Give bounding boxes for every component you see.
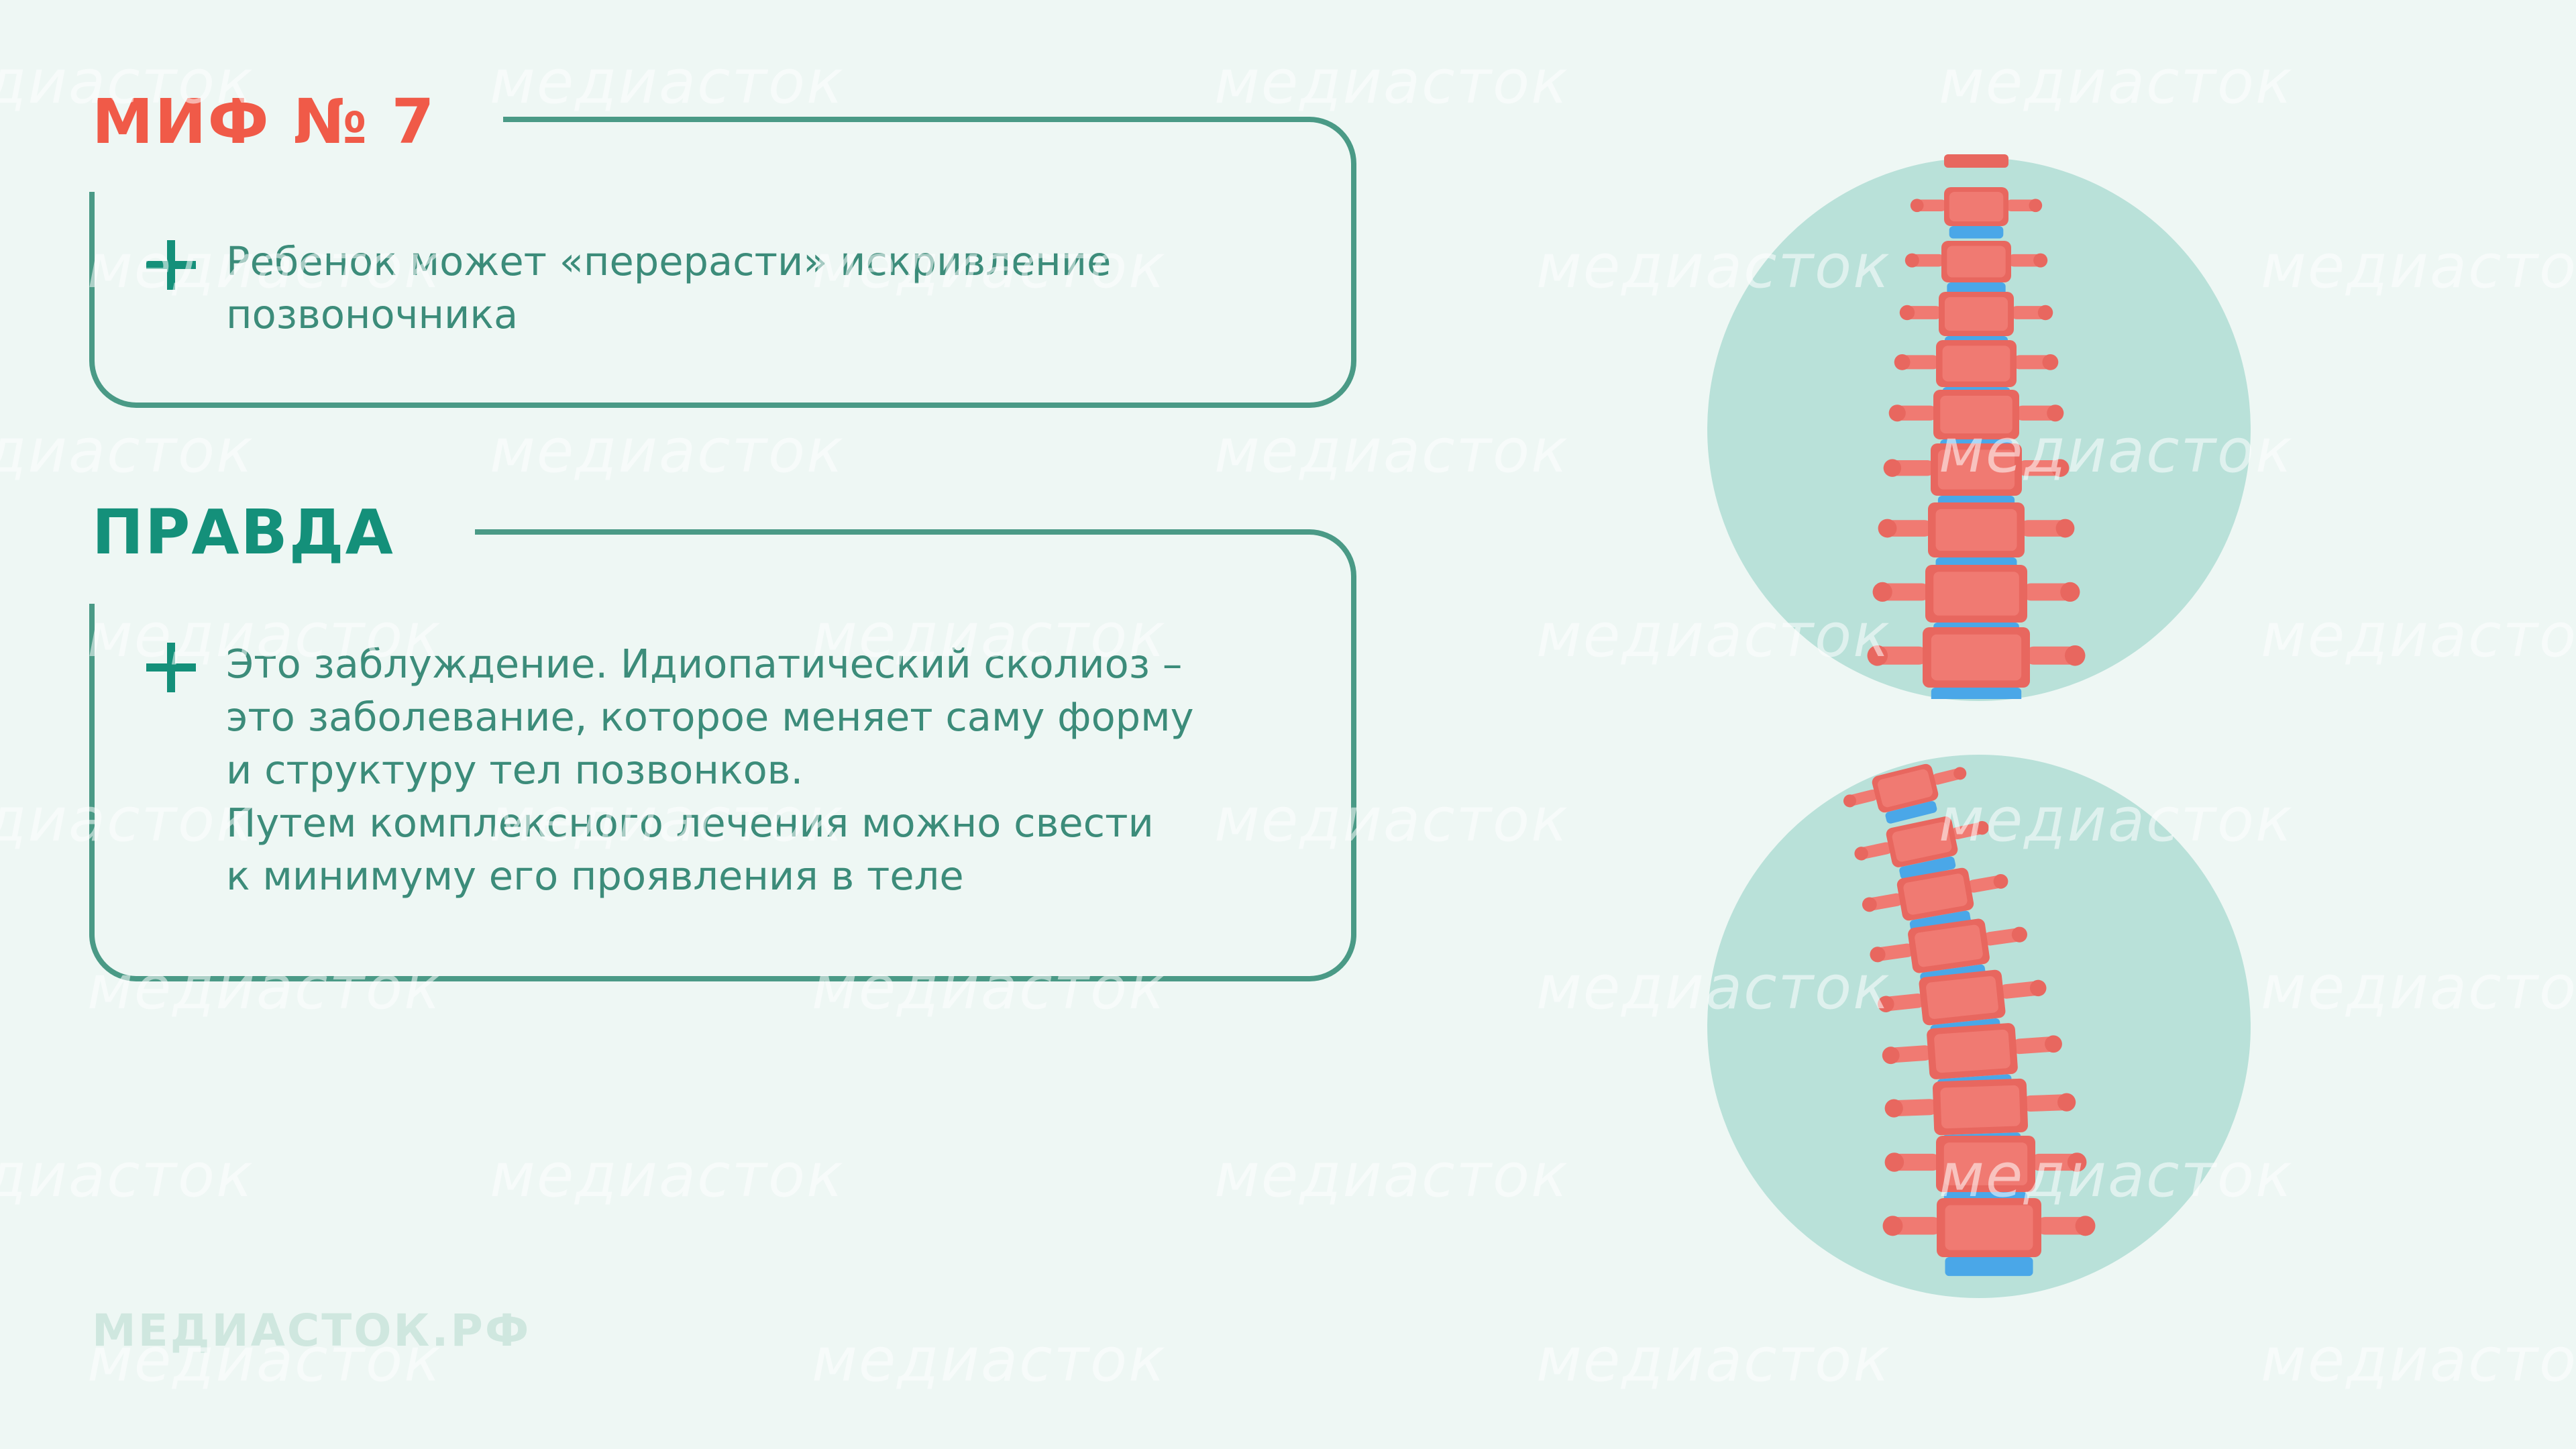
watermark-text: медиасток — [2261, 1325, 2576, 1395]
scoliosis-spine-illustration — [1707, 755, 2251, 1298]
watermark-text: медиасток — [0, 1140, 254, 1211]
myth-frame-top — [503, 117, 1356, 197]
curved-spine-vertebra-3 — [1862, 867, 2008, 934]
watermark-text: медиасток — [1214, 416, 1569, 486]
myth-frame — [89, 192, 1356, 408]
myth-text: Ребенок может «перерасти» искривление по… — [226, 238, 1112, 337]
watermark-text: медиасток — [2261, 231, 2576, 302]
myth-plus-icon — [146, 240, 196, 290]
straight-spine-vertebra-8 — [1872, 565, 2080, 641]
watermark-text: медиасток — [2261, 953, 2576, 1023]
watermark-text: медиасток — [1939, 47, 2294, 117]
myth-heading: МИФ № 7 — [92, 86, 436, 158]
watermark-text: медиасток — [2261, 600, 2576, 671]
truth-frame-top — [475, 529, 1356, 610]
curved-spine-vertebra-8 — [1884, 1136, 2087, 1210]
watermark-text: медиасток — [812, 1325, 1167, 1395]
straight-spine-illustration — [1707, 154, 2251, 701]
curved-spine-vertebra-1 — [1843, 763, 1967, 824]
curved-spine-vertebra-6 — [1882, 1023, 2062, 1095]
watermark-text: медиасток — [490, 416, 845, 486]
watermark-text: медиасток — [490, 47, 845, 117]
straight-spine-vertebra-1 — [1910, 187, 2043, 239]
watermark-text: медиасток — [490, 1140, 845, 1211]
watermark-text: медиасток — [1536, 1325, 1891, 1395]
truth-frame — [89, 604, 1356, 981]
watermark-text: медиасток — [0, 416, 254, 486]
straight-spine-vertebra-7 — [1878, 502, 2075, 576]
truth-plus-icon — [146, 643, 196, 692]
straight-spine-vertebra-9 — [1867, 627, 2086, 699]
straight-spine-vertebra-3 — [1899, 292, 2053, 351]
watermark-text: медиасток — [1214, 47, 1569, 117]
curved-spine-vertebra-9 — [1882, 1198, 2096, 1277]
truth-text: Это заблуждение. Идиопатический сколиоз … — [226, 641, 1194, 899]
watermark-text: медиасток — [1214, 1140, 1569, 1211]
curved-spine-vertebra-2 — [1854, 816, 1989, 879]
truth-heading: ПРАВДА — [92, 496, 394, 568]
footer-brand: МЕДИАСТОК.РФ — [92, 1305, 531, 1356]
